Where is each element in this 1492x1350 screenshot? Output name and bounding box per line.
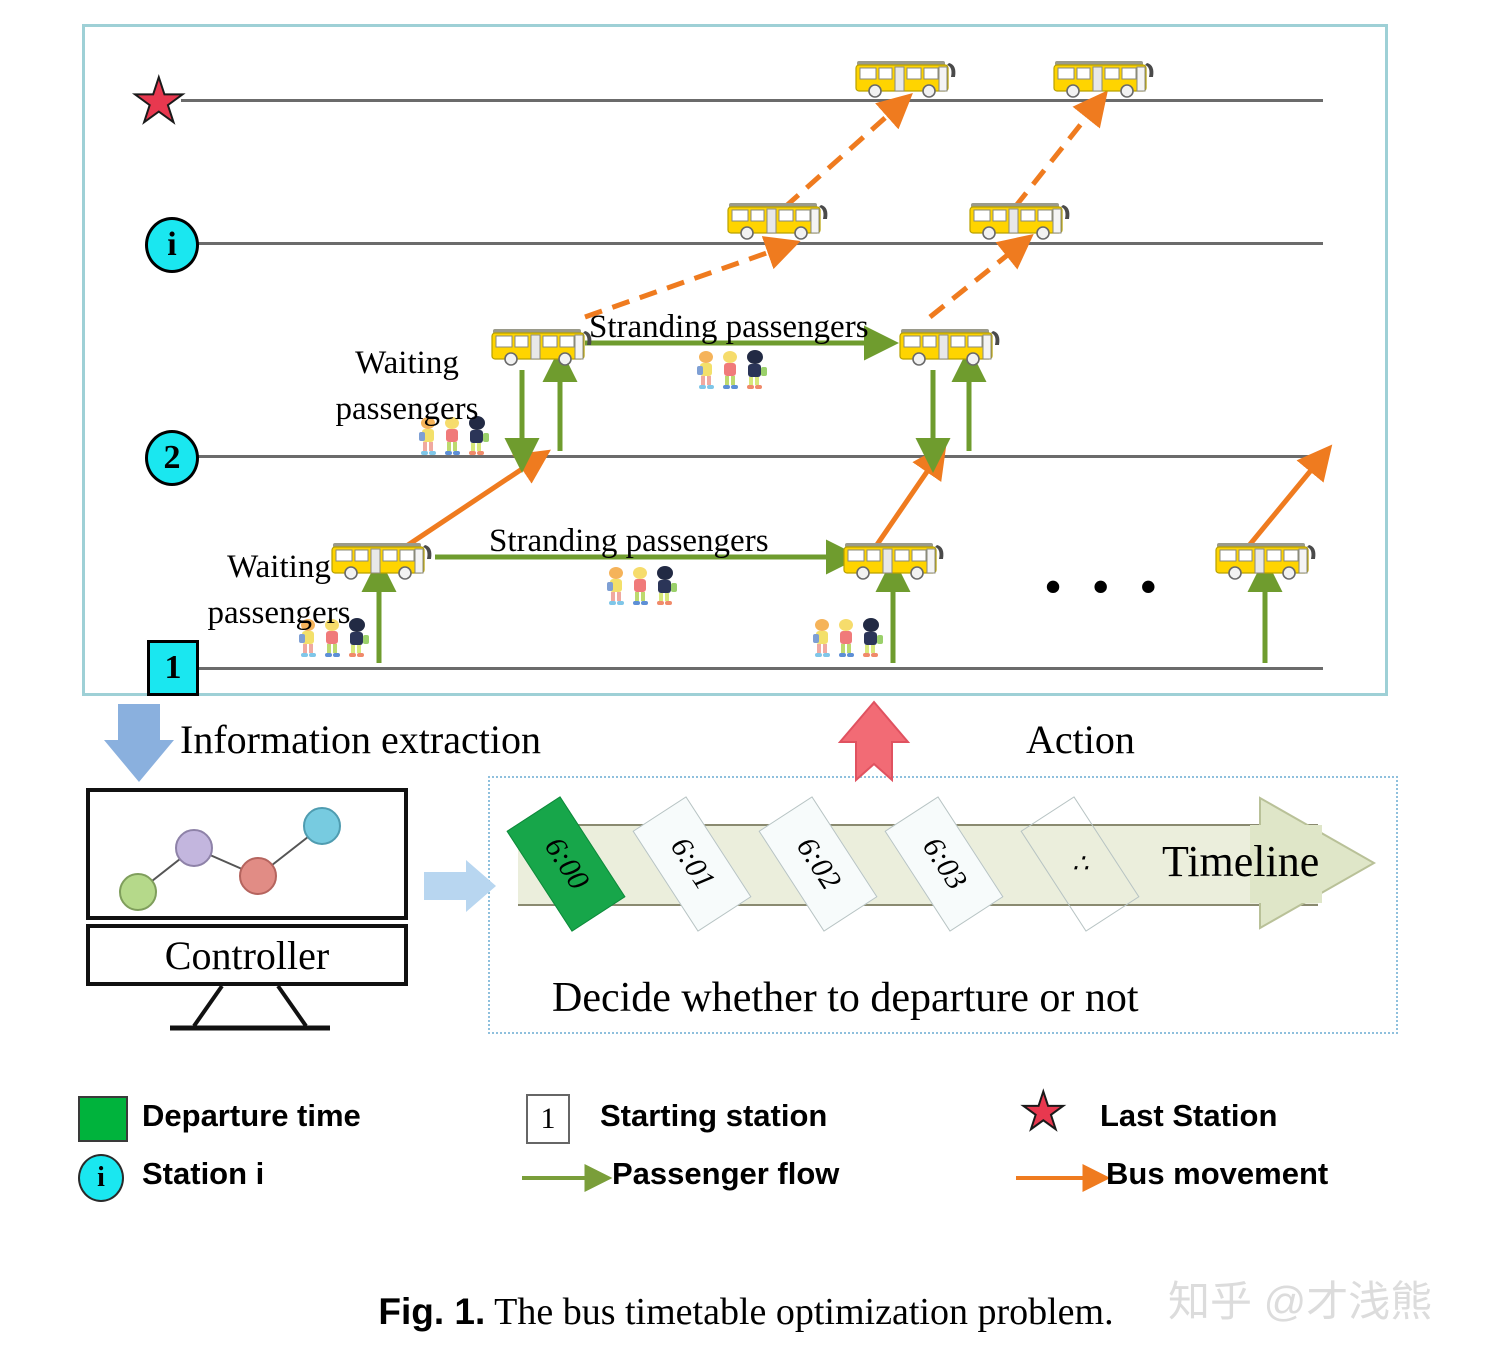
legend-label-bus-movement: Bus movement xyxy=(1106,1156,1329,1191)
passenger-group-icon xyxy=(809,615,889,663)
information-extraction-arrow-icon xyxy=(104,704,174,782)
timeline-card-label: ∴ xyxy=(1071,849,1089,879)
station-i-label: i xyxy=(167,226,177,263)
information-extraction-label: Information extraction xyxy=(180,717,541,762)
decide-question-label: Decide whether to departure or not xyxy=(552,975,1139,1021)
controller-label: Controller xyxy=(164,932,330,978)
bus-icon xyxy=(897,323,1001,370)
station-line-i xyxy=(181,242,1323,245)
passenger-group-icon xyxy=(415,413,495,461)
figure-caption-text: The bus timetable optimization problem. xyxy=(494,1291,1114,1333)
watermark: 知乎 @才浅熊 xyxy=(1168,1278,1433,1325)
station-line-1 xyxy=(181,667,1323,670)
waiting-passengers-label-upper-line1: Waiting xyxy=(355,345,459,381)
stranding-passengers-label-upper: Stranding passengers xyxy=(589,309,869,345)
bus-icon xyxy=(853,55,957,102)
bus-timetable-diagram-panel: ★ i 2 1 xyxy=(82,24,1388,696)
passenger-group-icon xyxy=(693,347,773,395)
station-line-last xyxy=(181,99,1323,102)
waiting-passengers-label-lower-line1: Waiting xyxy=(227,549,331,585)
ellipsis-label: • • • xyxy=(1045,561,1167,612)
legend-label-passenger-flow: Passenger flow xyxy=(612,1156,840,1191)
timeline-axis-label: Timeline xyxy=(1162,837,1320,886)
timeline-card-label: 6:03 xyxy=(915,831,974,896)
legend-swatch-station-i: i xyxy=(78,1154,124,1202)
station-2-marker: 2 xyxy=(145,430,199,486)
station-1-label: 1 xyxy=(164,649,182,686)
legend-swatch-starting-station: 1 xyxy=(526,1094,570,1144)
figure-caption: Fig. 1. The bus timetable optimization p… xyxy=(0,1290,1492,1334)
bus-icon xyxy=(329,537,433,584)
timeline-card-label: 6:02 xyxy=(789,831,848,896)
bus-icon xyxy=(1213,537,1317,584)
passenger-group-icon xyxy=(295,615,375,663)
figure-caption-prefix: Fig. 1. xyxy=(378,1291,486,1332)
controller-label-box: Controller xyxy=(86,924,408,986)
legend-swatch-last-station: ★ xyxy=(1019,1084,1068,1141)
legend-symbol-starting-station: 1 xyxy=(540,1102,556,1135)
action-arrow-icon xyxy=(837,700,911,783)
legend-symbol-station-i: i xyxy=(97,1162,105,1193)
bus-icon xyxy=(841,537,945,584)
timeline-card-label: 6:00 xyxy=(537,831,596,896)
controller-screen xyxy=(86,788,408,920)
station-i-marker: i xyxy=(145,217,199,273)
waiting-passengers-label-upper-line2: passengers xyxy=(335,391,479,427)
legend: Departure time 1 Starting station ★ Last… xyxy=(70,1084,1400,1206)
legend-label-starting-station: Starting station xyxy=(600,1098,828,1133)
legend-label-departure-time: Departure time xyxy=(142,1098,361,1133)
star-icon: ★ xyxy=(130,68,188,136)
station-2-label: 2 xyxy=(163,439,181,476)
bus-icon xyxy=(1051,55,1155,102)
legend-swatch-departure-time xyxy=(78,1096,128,1142)
legend-label-last-station: Last Station xyxy=(1100,1098,1278,1133)
legend-label-station-i: Station i xyxy=(142,1156,265,1191)
controller-line-chart xyxy=(119,807,341,911)
timeline-card-label: 6:01 xyxy=(663,831,722,896)
bus-icon xyxy=(967,197,1071,244)
timeline-panel: 6:00 6:01 6:02 6:03 ∴ Timeline Decide wh… xyxy=(488,776,1398,1034)
controller-to-timeline-arrow-icon xyxy=(424,860,496,912)
passenger-group-icon xyxy=(603,563,683,611)
bus-icon xyxy=(725,197,829,244)
station-line-2 xyxy=(181,455,1323,458)
action-label: Action xyxy=(1026,717,1135,762)
stranding-passengers-label-lower: Stranding passengers xyxy=(489,523,769,559)
station-1-marker: 1 xyxy=(147,640,199,696)
controller-monitor: Controller xyxy=(82,788,412,1036)
bus-icon xyxy=(489,323,593,370)
waiting-passengers-label-lower-line2: passengers xyxy=(207,595,351,631)
